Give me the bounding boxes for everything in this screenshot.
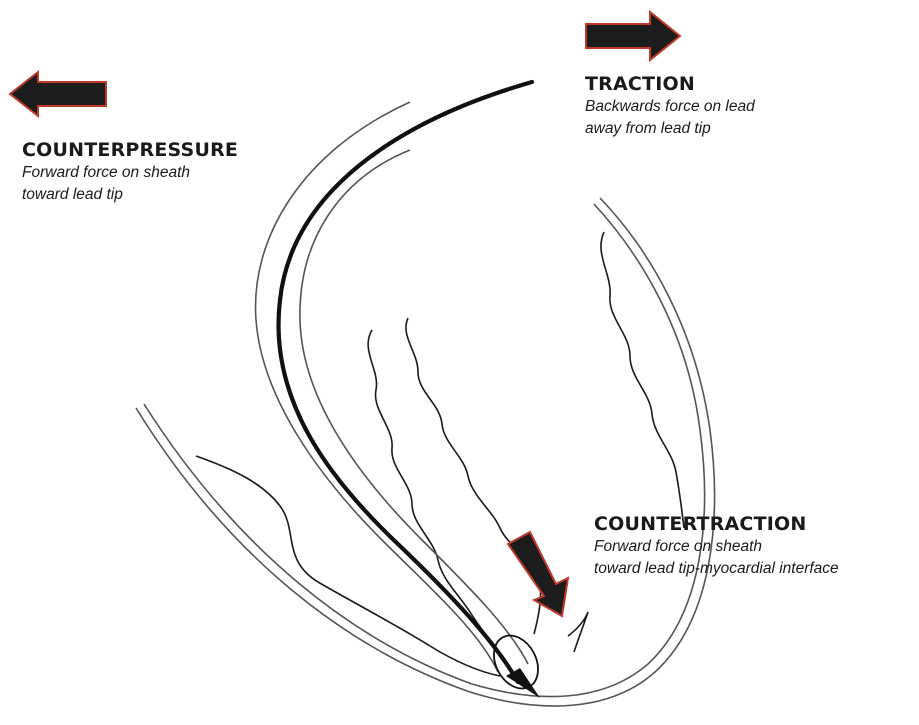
arrow-down-right-icon [506,530,570,618]
chamber-wall-outer [135,197,716,707]
traction-title: TRACTION [585,73,695,95]
sheath-wall-outer [254,101,499,673]
traction-label: TRACTION Backwards force on lead away fr… [585,72,755,140]
tissue-strands [195,231,685,677]
countertraction-title: COUNTERTRACTION [594,513,807,535]
arrow-right-icon [585,9,682,63]
tissue-strand-5 [567,611,589,653]
sheath-wall-inner [299,149,529,665]
countertraction-label: COUNTERTRACTION Forward force on sheath … [594,512,839,580]
chamber-wall [135,197,716,707]
counterpressure-desc-line-1: Forward force on sheath [22,164,191,181]
counterpressure-desc-line-2: toward lead tip [22,186,123,203]
tissue-strand-4 [195,455,501,677]
lead-tip-icon [506,668,540,698]
lead-wire [276,79,535,685]
tissue-strand-3 [600,231,685,529]
arrow-left-icon [8,69,107,119]
countertraction-desc-line-2: toward lead tip-myocardial interface [594,560,839,577]
chamber-wall-inner [143,203,706,698]
sheath-tip [493,634,539,690]
countertraction-desc-line-1: Forward force on sheath [594,538,763,555]
traction-desc-line-2: away from lead tip [585,120,711,137]
tissue-strand-1 [367,329,501,657]
counterpressure-label: COUNTERPRESSURE Forward force on sheath … [22,138,238,206]
counterpressure-title: COUNTERPRESSURE [22,139,239,161]
traction-desc-line-1: Backwards force on lead [585,98,755,115]
sheath [254,101,529,673]
tissue-strand-2 [405,317,542,635]
